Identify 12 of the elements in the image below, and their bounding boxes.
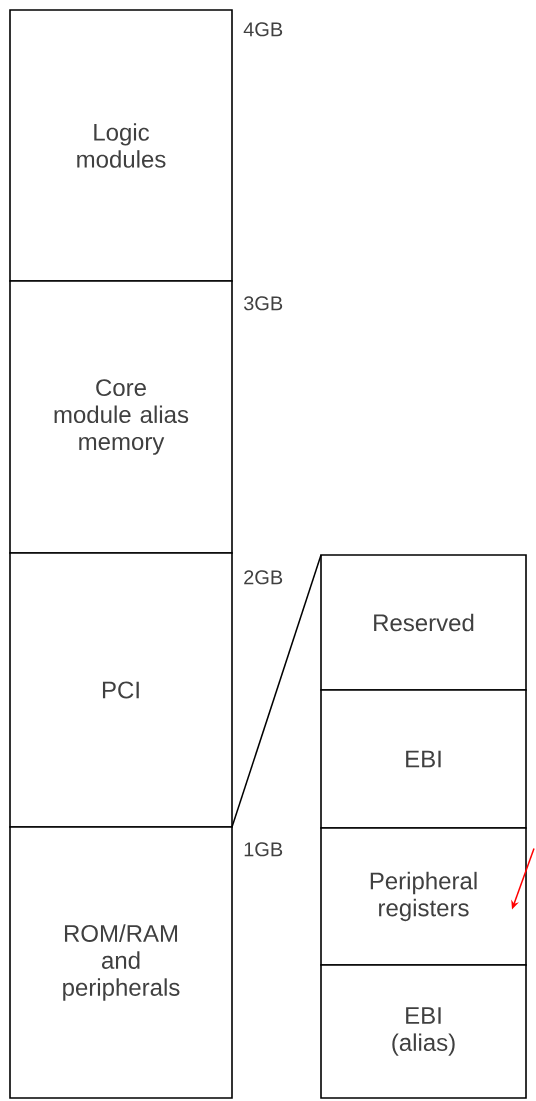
memory-region-box: Core module alias memory (9, 280, 233, 554)
memory-region-box: EBI (alias) (320, 964, 527, 1099)
memory-region-box: ROM/RAM and peripherals (9, 826, 233, 1099)
memory-region-box: Logic modules (9, 9, 233, 282)
address-label: 3GB (243, 296, 283, 311)
memory-region-box: EBI (320, 689, 527, 829)
address-label: 1GB (244, 842, 283, 857)
memory-region-box: Peripheral registers (320, 827, 527, 966)
memory-region-box: PCI (9, 552, 233, 828)
address-label: 2GB (244, 570, 283, 585)
connector-line (231, 554, 322, 828)
memory-region-box: Reserved (320, 554, 527, 691)
